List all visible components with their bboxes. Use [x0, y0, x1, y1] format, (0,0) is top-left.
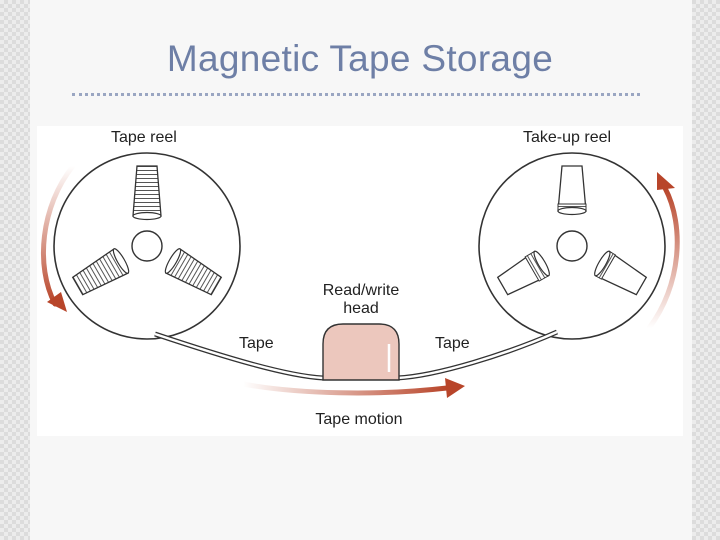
- take-up-reel-label: Take-up reel: [523, 129, 611, 146]
- take-up-reel-spoke-right: [594, 250, 648, 296]
- title-divider: [72, 93, 640, 96]
- tape-reel-spoke-left: [71, 247, 130, 296]
- left-rotation-arrow-icon: [40, 163, 76, 312]
- tape-reel-spoke-top: [132, 165, 162, 221]
- tape-reel-hub: [131, 230, 163, 262]
- take-up-reel-hub: [556, 230, 588, 262]
- take-up-reel-spoke-left: [496, 250, 550, 296]
- right-rotation-arrow-icon: [646, 172, 680, 331]
- take-up-reel: [478, 152, 666, 340]
- slide-title: Magnetic Tape Storage: [166, 38, 554, 79]
- read-write-head: [322, 323, 400, 381]
- read-write-head-label-line2: head: [343, 300, 379, 317]
- take-up-reel-spoke-top: [557, 165, 587, 216]
- read-write-head-label-line1: Read/write: [323, 282, 400, 299]
- tape-motion-arrow-icon: [240, 378, 465, 398]
- tape-reel-label: Tape reel: [111, 129, 177, 146]
- tape-diagram: Tape reel Take-up reel Read/write head T…: [40, 129, 680, 428]
- tape-reel: [53, 152, 241, 340]
- tape-reel-spoke-right: [164, 247, 223, 296]
- tape-left-label: Tape: [239, 335, 274, 352]
- tape-diagram-figure: Tape reel Take-up reel Read/write head T…: [37, 126, 683, 436]
- tape-motion-label: Tape motion: [315, 411, 402, 428]
- tape-right-label: Tape: [435, 335, 470, 352]
